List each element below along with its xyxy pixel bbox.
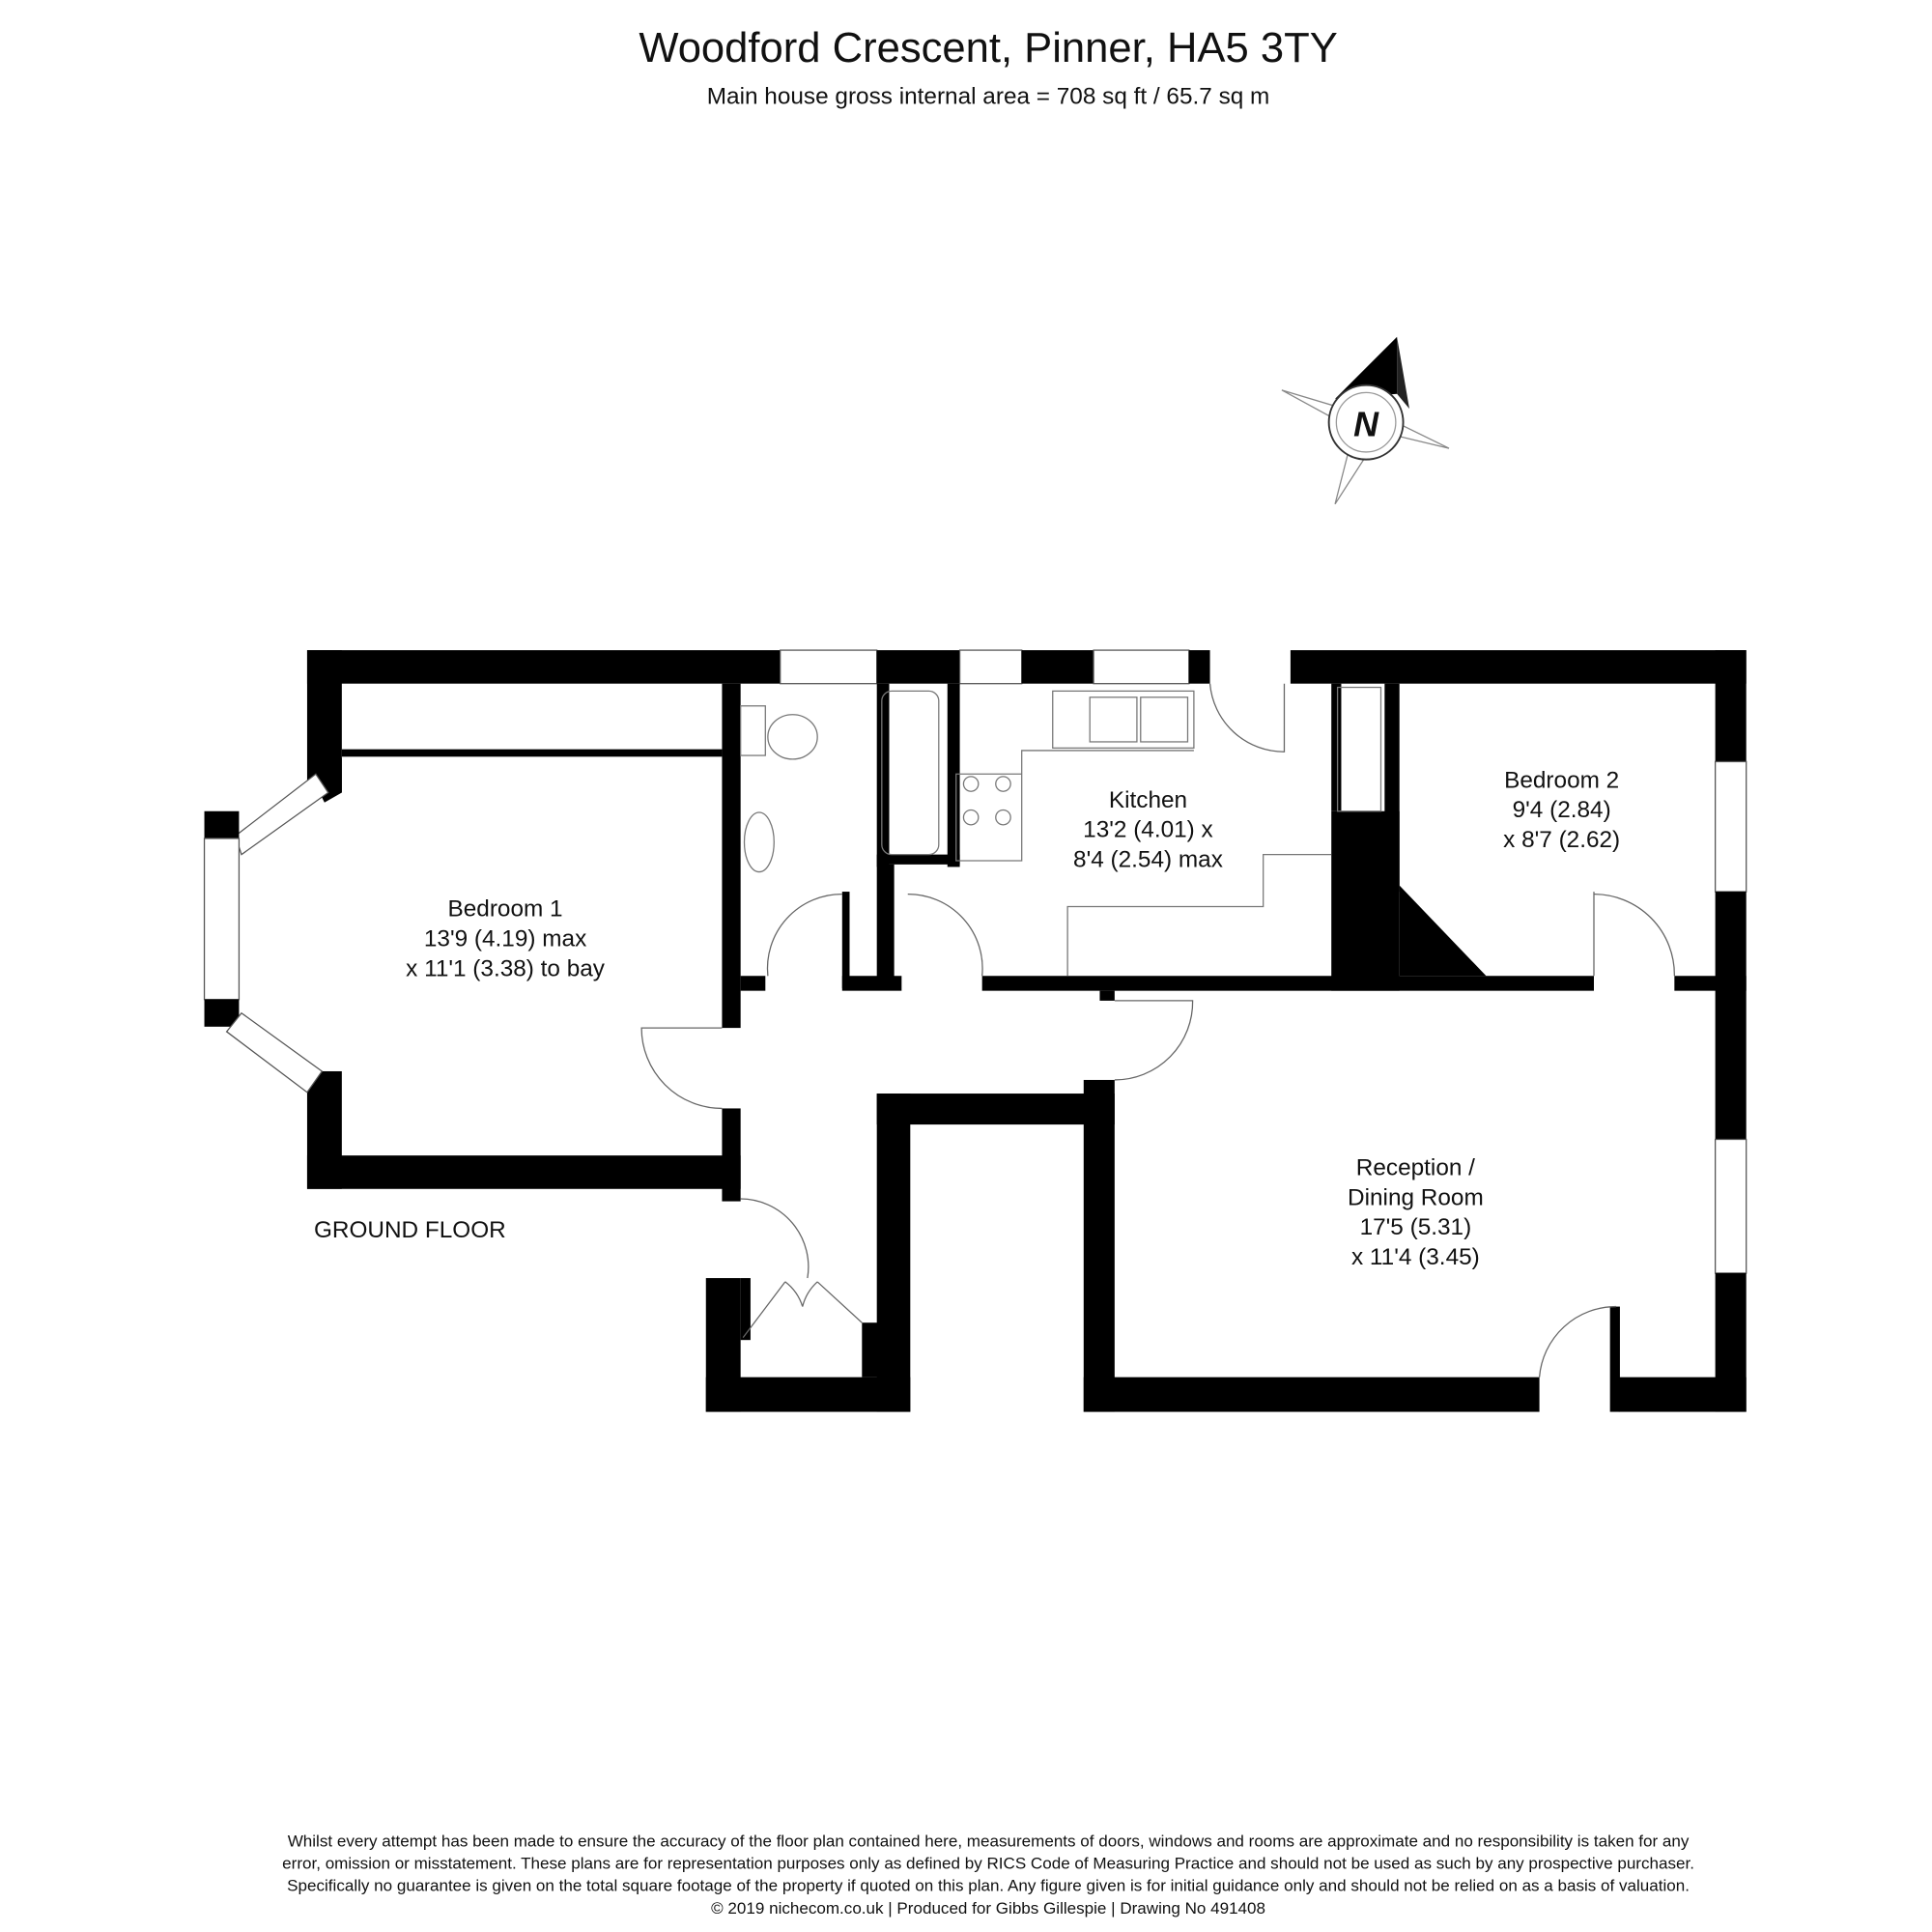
disclaimer: Whilst every attempt has been made to en… (282, 1833, 1694, 1918)
room-dim: 13'9 (4.19) max (424, 925, 586, 952)
room-dim: x 8'7 (2.62) (1503, 827, 1620, 853)
toilet-icon (740, 705, 766, 756)
area-subtitle: Main house gross internal area = 708 sq … (707, 84, 1270, 110)
disclaimer-line: Whilst every attempt has been made to en… (288, 1833, 1690, 1851)
compass-north-label: N (1353, 405, 1379, 443)
room-dim: 9'4 (2.84) (1513, 797, 1611, 823)
copyright-line: © 2019 nichecom.co.uk | Produced for Gib… (711, 1899, 1265, 1918)
room-dim: x 11'4 (3.45) (1351, 1244, 1480, 1270)
basin-icon (743, 811, 775, 873)
room-name: Dining Room (1348, 1184, 1484, 1210)
room-dim: 13'2 (4.01) x (1083, 817, 1213, 843)
disclaimer-line: Specifically no guarantee is given on th… (287, 1877, 1690, 1895)
room-name: Bedroom 2 (1504, 767, 1619, 793)
room-dim: 17'5 (5.31) (1360, 1214, 1472, 1240)
room-name: Kitchen (1109, 787, 1187, 813)
bath-icon (881, 690, 940, 856)
sink-icon (1052, 690, 1195, 749)
floor-label: GROUND FLOOR (314, 1217, 506, 1243)
room-name: Reception / (1356, 1155, 1475, 1181)
compass-icon: N (1281, 336, 1450, 505)
walls (203, 649, 1747, 1412)
room-dim: 8'4 (2.54) max (1073, 846, 1223, 872)
room-name: Bedroom 1 (448, 896, 563, 923)
page-title: Woodford Crescent, Pinner, HA5 3TY (639, 25, 1337, 71)
fixtures (640, 683, 1675, 1378)
disclaimer-line: error, omission or misstatement. These p… (282, 1855, 1694, 1873)
room-dim: x 11'1 (3.38) to bay (406, 955, 606, 981)
hob-icon (962, 776, 1011, 826)
room-labels: Bedroom 1 13'9 (4.19) max x 11'1 (3.38) … (314, 767, 1620, 1270)
